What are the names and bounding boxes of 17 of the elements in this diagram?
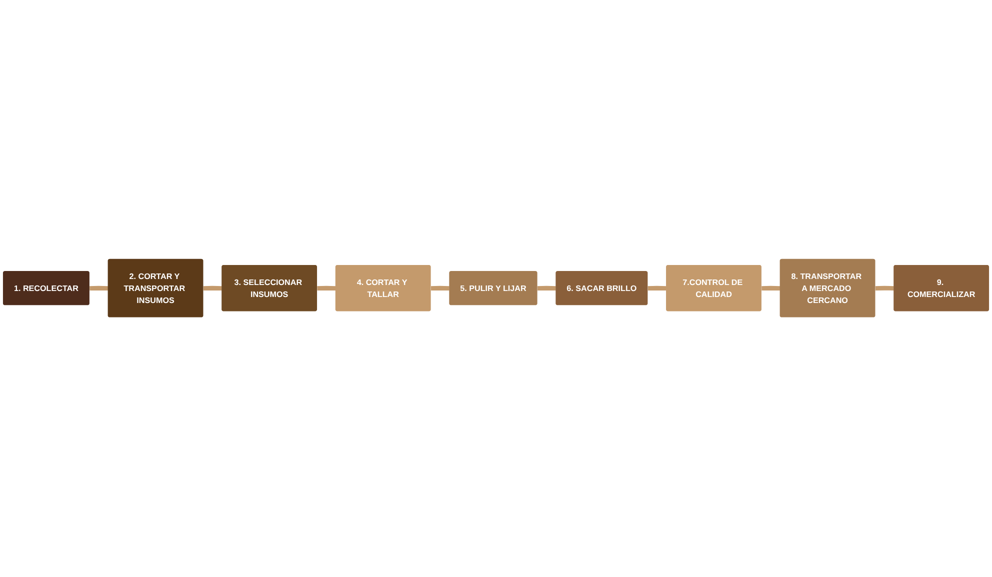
connector <box>537 286 556 291</box>
node-box: 7.CONTROL DE CALIDAD <box>666 265 762 312</box>
connector <box>430 286 450 291</box>
node-box: 2. CORTAR Y TRANSPORTAR INSUMOS <box>108 259 204 318</box>
node-box: 1. RECOLECTAR <box>2 271 90 306</box>
connector <box>203 286 222 291</box>
connector <box>762 286 780 291</box>
node-box: 8. TRANSPORTAR A MERCADO CERCANO <box>780 259 876 318</box>
node-box: 6. SACAR BRILLO <box>556 271 648 306</box>
connector <box>90 286 108 291</box>
node-box: 9. COMERCIALIZAR <box>894 265 990 312</box>
node-box: 3. SELECCIONAR INSUMOS <box>222 265 318 312</box>
connector <box>317 286 336 291</box>
connector <box>648 286 666 291</box>
node-box: 4. CORTAR Y TALLAR <box>335 265 431 312</box>
connector <box>875 286 894 291</box>
node-box: 5. PULIR Y LIJAR <box>449 271 538 306</box>
